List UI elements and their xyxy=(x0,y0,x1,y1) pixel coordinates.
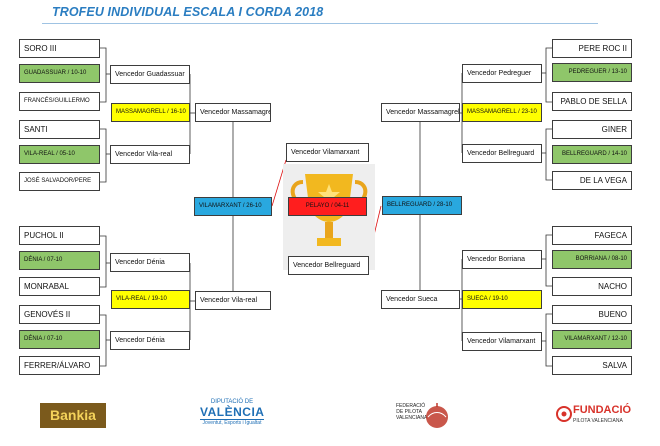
winner-denia-2: Vencedor Dénia xyxy=(110,331,190,350)
winner-pedreguer: Vencedor Pedreguer xyxy=(462,64,542,83)
match-pedreguer: PEDREGUER / 13-10 xyxy=(552,63,632,82)
match-massamagrell-right: MASSAMAGRELL / 23-10 xyxy=(462,103,542,122)
player-bueno: BUENO xyxy=(552,305,632,324)
title-rule xyxy=(42,23,598,24)
diputacio-logo: DIPUTACIÓ DE VALÈNCIA Joventut, Esports … xyxy=(200,399,264,433)
match-sueca: SUECA / 19-10 xyxy=(462,290,542,309)
fundacio-sub: PILOTA VALENCIANA xyxy=(573,418,623,424)
bankia-logo: Bankia xyxy=(40,403,106,428)
player-jose-salvador-pere: JOSÉ SALVADOR/PERE xyxy=(19,172,100,191)
final-match: PELAYO / 04-11 xyxy=(288,197,367,216)
player-de-la-vega: DE LA VEGA xyxy=(552,171,632,190)
federacio-line-3: VALENCIANA xyxy=(396,415,428,421)
player-salva: SALVA xyxy=(552,356,632,375)
player-fageca: FAGECA xyxy=(552,226,632,245)
trophy-icon xyxy=(290,174,368,246)
player-giner: GINER xyxy=(552,120,632,139)
player-puchol-ii: PUCHOL II xyxy=(19,226,100,245)
winner-borriana: Vencedor Borriana xyxy=(462,250,542,269)
semi-vilamarxant: VILAMARXANT / 26-10 xyxy=(194,197,272,216)
match-denia-2: DÉNIA / 07-10 xyxy=(19,330,100,349)
player-pablo-de-sella: PABLO DE SELLA xyxy=(552,92,632,111)
match-vilamarxant: VILAMARXANT / 12-10 xyxy=(552,330,632,349)
winner-vila-real: Vencedor Vila-real xyxy=(110,145,190,164)
winner-bellreguard: Vencedor Bellreguard xyxy=(462,144,542,163)
federacio-logo: FEDERACIÓ DE PILOTA VALENCIANA xyxy=(396,399,452,433)
player-monrabal: MONRABAL xyxy=(19,277,100,296)
pilota-ball-icon xyxy=(426,403,448,428)
diputacio-big: VALÈNCIA xyxy=(200,405,265,419)
player-ferrer-alvaro: FERRER/ÁLVARO xyxy=(19,356,100,375)
winner-massamagrell-right: Vencedor Massamagrell xyxy=(381,103,460,122)
page-title: TROFEU INDIVIDUAL ESCALA I CORDA 2018 xyxy=(52,5,324,19)
fundacio-title: FUNDACIÓ xyxy=(573,404,632,416)
player-frances-guillermo: FRANCÉS/GUILLERMO xyxy=(19,92,100,111)
final-top-winner: Vencedor Vilamarxant xyxy=(286,143,369,162)
winner-vila-real-semi: Vencedor Vila-real xyxy=(195,291,271,310)
match-vila-real: VILA-REAL / 05-10 xyxy=(19,145,100,164)
match-denia-1: DÉNIA / 07-10 xyxy=(19,251,100,270)
player-genoves-ii: GENOVÉS II xyxy=(19,305,100,324)
match-guadassuar: GUADASSUAR / 10-10 xyxy=(19,64,100,83)
player-pere-roc-ii: PERE ROC II xyxy=(552,39,632,58)
player-soro-iii: SORO III xyxy=(19,39,100,58)
winner-vilamarxant: Vencedor Vilamarxant xyxy=(462,332,542,351)
winner-massamagrell-left: Vencedor Massamagrell xyxy=(195,103,271,122)
match-vila-real-19: VILA-REAL / 19-10 xyxy=(111,290,190,309)
player-santi: SANTI xyxy=(19,120,100,139)
federacio-line-2: DE PILOTA xyxy=(396,409,422,415)
diputacio-small: DIPUTACIÓ DE xyxy=(210,399,254,405)
diputacio-sub: Joventut, Esports i Igualtat xyxy=(200,419,264,427)
match-massamagrell-left: MASSAMAGRELL / 16-10 xyxy=(111,103,190,122)
final-bottom-winner: Vencedor Bellreguard xyxy=(288,256,369,275)
fundacio-ball-icon xyxy=(556,406,572,422)
trophy-background xyxy=(283,164,375,270)
fundacio-logo: FUNDACIÓ PILOTA VALENCIANA xyxy=(556,402,631,430)
match-bellreguard: BELLREGUARD / 14-10 xyxy=(552,145,632,164)
semi-bellreguard: BELLREGUARD / 28-10 xyxy=(382,196,462,215)
player-nacho: NACHO xyxy=(552,277,632,296)
winner-denia-1: Vencedor Dénia xyxy=(110,253,190,272)
winner-sueca: Vencedor Sueca xyxy=(381,290,460,309)
winner-guadassuar: Vencedor Guadassuar xyxy=(110,65,190,84)
federacio-line-1: FEDERACIÓ xyxy=(396,403,426,409)
match-borriana: BORRIANA / 08-10 xyxy=(552,250,632,269)
